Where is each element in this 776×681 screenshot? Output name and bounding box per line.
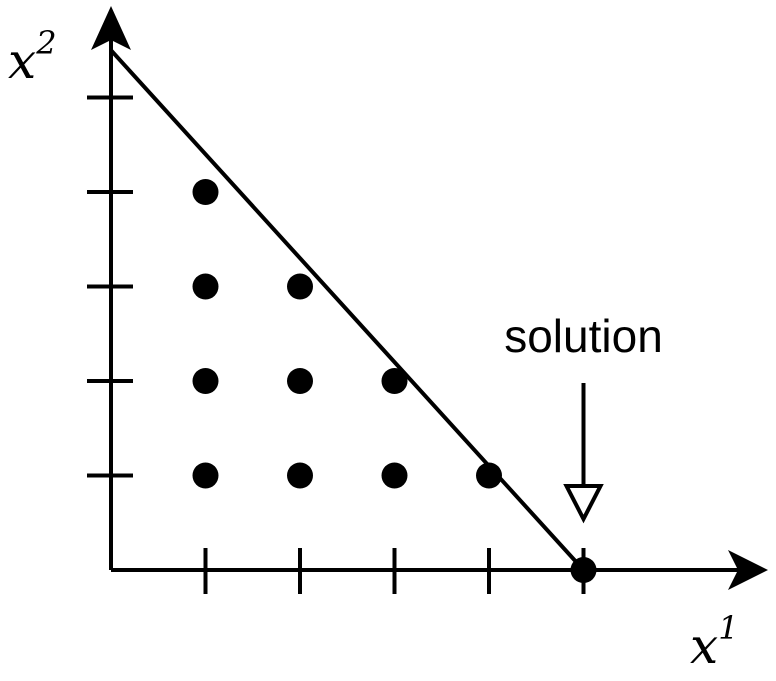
- solution-label: solution: [504, 310, 663, 362]
- y-axis-label: x2: [8, 24, 57, 90]
- y-axis-superscript: 2: [35, 24, 56, 62]
- solution-arrow-head: [563, 484, 604, 524]
- lattice-point: [476, 462, 502, 489]
- constraint-line: [109, 48, 585, 572]
- x-axis-label: x1: [690, 609, 739, 675]
- lattice-point: [192, 368, 219, 394]
- solution-point: [570, 557, 597, 583]
- lattice-point: [381, 368, 408, 394]
- lattice-point: [287, 273, 313, 300]
- lattice-point: [287, 368, 313, 394]
- lattice-point: [192, 462, 219, 489]
- lattice-point: [192, 179, 219, 205]
- y-axis-variable: x: [8, 32, 36, 90]
- lattice-point: [287, 462, 313, 489]
- lattice-points: [192, 179, 502, 489]
- x-axis-variable: x: [690, 617, 718, 675]
- lattice-point: [381, 462, 408, 489]
- lattice-point: [192, 273, 219, 300]
- x-axis-superscript: 1: [718, 609, 738, 647]
- y-axis-arrowhead: [91, 6, 131, 50]
- x-axis-arrowhead: [728, 550, 768, 590]
